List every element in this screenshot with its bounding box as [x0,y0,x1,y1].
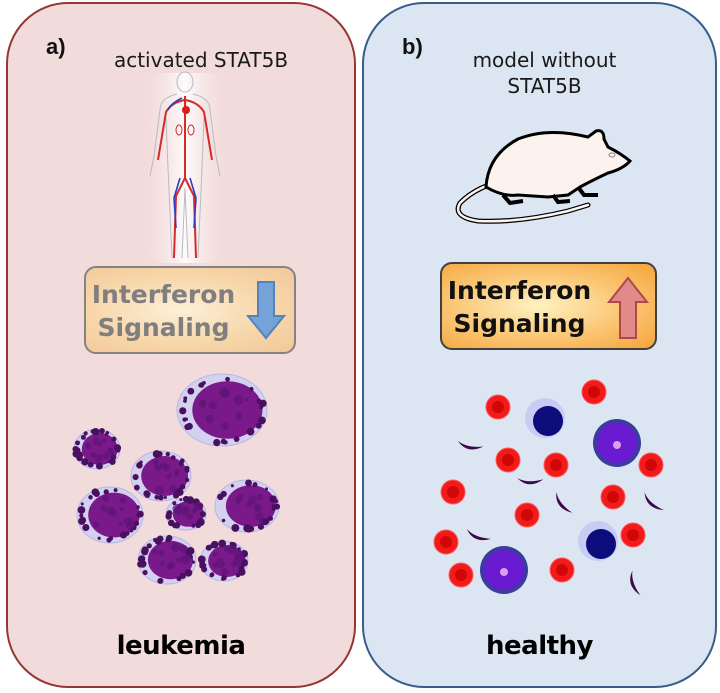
blast-cell [197,539,249,582]
platelet [556,492,573,513]
blast-cell [137,534,197,585]
red-blood-cell [514,502,540,528]
red-blood-cell [440,479,466,505]
red-blood-cell [600,484,626,510]
lymphocyte [578,521,618,561]
human-circulatory-system-icon [140,71,230,263]
red-blood-cell [495,447,521,473]
monocyte [480,546,528,594]
signal-box-b-line1: Interferon [447,276,592,305]
blast-cell [76,486,144,544]
blast-cell [176,373,268,447]
signal-box-b-line2: Signaling [453,309,586,338]
panel-a-label: a) [46,34,66,59]
red-blood-cell [485,394,511,420]
platelet [466,528,491,541]
leukemia-blast-cells [72,373,281,585]
blast-cell [130,450,192,502]
platelet [457,440,484,450]
blast-cell [214,479,281,533]
panel-b-caption-line2: STAT5B [507,74,582,98]
arrow-down-icon [245,281,287,340]
red-blood-cell [620,522,646,548]
red-blood-cell [549,557,575,583]
panel-b-caption: model without STAT5B [364,47,715,99]
arrow-up-icon [606,276,650,339]
interferon-signaling-box-decreased: Interferon Signaling [84,266,296,354]
platelet [630,570,641,596]
panel-b-label: b) [402,34,423,59]
red-blood-cell [581,379,607,405]
signal-box-a-line2: Signaling [97,313,230,342]
signal-box-b-text: Interferon Signaling [442,274,597,340]
mouse-icon [455,129,633,224]
red-blood-cell [638,452,664,478]
red-blood-cell [433,529,459,555]
blast-cell [72,428,122,470]
platelet [517,478,544,485]
signal-box-a-line1: Interferon [91,280,236,309]
panel-b-caption-line1: model without [472,48,617,72]
lymphocyte [525,398,565,438]
red-blood-cell [448,562,474,588]
platelet [644,492,664,510]
interferon-signaling-box-increased: Interferon Signaling [440,262,657,350]
outcome-leukemia: leukemia [116,631,246,661]
red-blood-cell [543,452,569,478]
blast-cell [165,495,207,531]
panel-a-caption: activated STAT5B [113,48,289,72]
signal-box-a-text: Interferon Signaling [86,278,241,344]
outcome-healthy: healthy [486,631,594,661]
monocyte [593,419,641,467]
